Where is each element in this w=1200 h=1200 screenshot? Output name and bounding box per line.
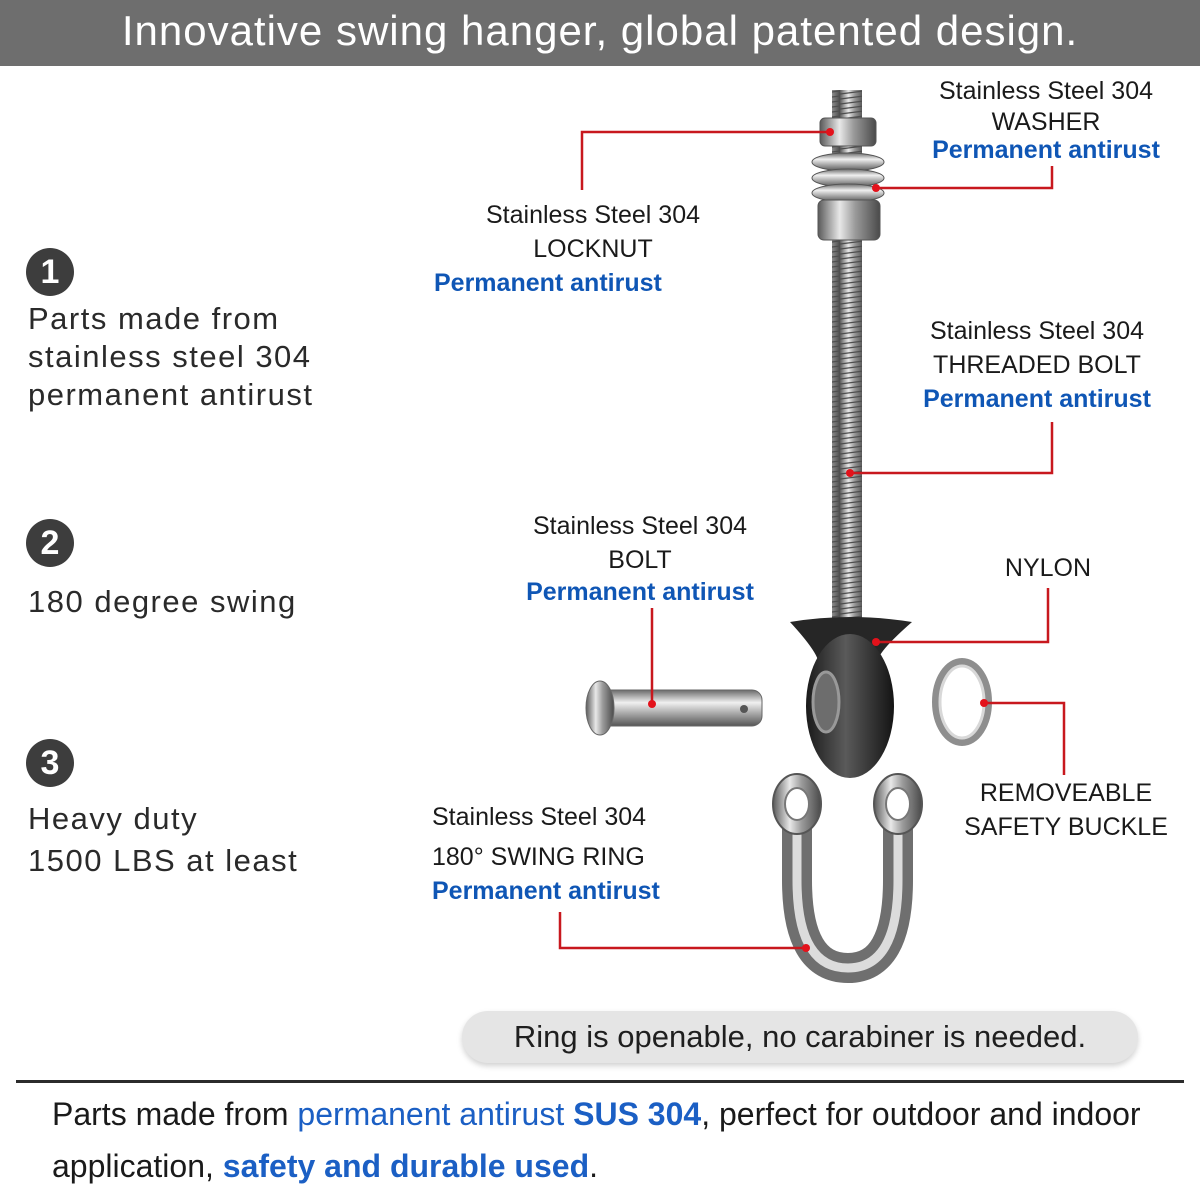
callout-locknut-line-2: LOCKNUT xyxy=(533,235,653,263)
footer-text-4: , perfect for outdoor and indoor applica… xyxy=(52,1096,1141,1184)
leader-line-safety-buckle xyxy=(984,701,1066,775)
feature-3-line-1: Heavy duty xyxy=(28,801,199,836)
callout-locknut: Stainless Steel 304 LOCKNUT Permanent an… xyxy=(430,198,756,300)
callout-bolt-line-2: BOLT xyxy=(608,546,672,574)
footer-text-6: . xyxy=(589,1148,598,1184)
ring-note-text: Ring is openable, no carabiner is needed… xyxy=(513,1019,1087,1054)
header-title: Innovative swing hanger, global patented… xyxy=(121,7,1079,54)
feature-3-line-2: 1500 LBS at least xyxy=(28,843,299,878)
footer-text-1: Parts made from xyxy=(52,1096,298,1132)
callout-bolt-line-1: Stainless Steel 304 xyxy=(532,512,748,540)
footer-divider xyxy=(16,1080,1184,1083)
leader-dots xyxy=(648,128,988,952)
footer-description: Parts made from permanent antirust SUS 3… xyxy=(52,1088,1172,1192)
callout-swing-ring-line-1: Stainless Steel 304 xyxy=(432,803,647,831)
feature-1-line-1: Parts made from xyxy=(28,301,280,336)
callout-swing-ring-line-2: 180° SWING RING xyxy=(432,843,645,871)
bolt-pin-shape xyxy=(585,680,763,736)
callout-threaded-bolt-line-1: Stainless Steel 304 xyxy=(929,317,1145,345)
callout-bolt: Stainless Steel 304 BOLT Permanent antir… xyxy=(505,509,775,607)
leader-line-nylon xyxy=(876,588,1050,644)
feature-2-text: 180 degree swing xyxy=(28,583,297,621)
feature-2-number-badge: 2 xyxy=(26,519,74,567)
leader-line-threaded-bolt xyxy=(850,422,1054,475)
header-banner: Innovative swing hanger, global patented… xyxy=(0,0,1200,66)
footer-text-5: safety and durable used xyxy=(222,1148,590,1184)
callout-swing-ring: Stainless Steel 304 180° SWING RING Perm… xyxy=(432,800,732,908)
nylon-body-shape xyxy=(790,617,912,778)
feature-1-line-2: stainless steel 304 xyxy=(28,339,312,374)
leader-lines xyxy=(558,130,1066,950)
callout-washer-line-1: Stainless Steel 304 xyxy=(938,77,1154,105)
callout-washer-line-2: WASHER xyxy=(991,108,1101,136)
callout-threaded-bolt: Stainless Steel 304 THREADED BOLT Perman… xyxy=(898,314,1176,416)
leader-line-washer xyxy=(876,166,1054,190)
callout-threaded-bolt-line-2: THREADED BOLT xyxy=(933,351,1141,379)
callout-safety-buckle: REMOVEABLE SAFETY BUCKLE xyxy=(950,776,1182,844)
feature-1-text: Parts made from stainless steel 304 perm… xyxy=(28,300,313,414)
washer-shapes xyxy=(811,152,885,203)
feature-2-line-1: 180 degree swing xyxy=(28,584,297,619)
callout-safety-buckle-line-1: REMOVEABLE xyxy=(979,779,1153,807)
callout-nylon: NYLON xyxy=(978,551,1118,585)
leader-line-swing-ring xyxy=(558,912,806,950)
footer-text-2: permanent antirust xyxy=(297,1096,574,1132)
callout-swing-ring-line-3: Permanent antirust xyxy=(432,877,660,905)
feature-3-number-badge: 3 xyxy=(26,739,74,787)
callout-threaded-bolt-line-3: Permanent antirust xyxy=(923,385,1151,413)
callout-washer-line-3: Permanent antirust xyxy=(932,136,1160,164)
feature-3-text: Heavy duty 1500 LBS at least xyxy=(28,798,298,882)
leader-line-locknut xyxy=(580,130,830,190)
callout-locknut-line-1: Stainless Steel 304 xyxy=(485,201,701,229)
callout-washer: Stainless Steel 304 WASHER Permanent ant… xyxy=(912,74,1180,164)
ring-note-banner: Ring is openable, no carabiner is needed… xyxy=(462,1011,1138,1063)
swing-ring-shape xyxy=(772,773,923,984)
callout-safety-buckle-line-2: SAFETY BUCKLE xyxy=(964,813,1168,841)
callout-bolt-line-3: Permanent antirust xyxy=(526,578,754,606)
footer-text-3: SUS 304 xyxy=(573,1096,702,1132)
lower-locknut-shape xyxy=(817,199,881,241)
callout-nylon-line-1: NYLON xyxy=(1004,554,1092,582)
feature-1-line-3: permanent antirust xyxy=(28,377,314,412)
callout-locknut-line-3: Permanent antirust xyxy=(434,269,662,297)
feature-1-number-badge: 1 xyxy=(26,248,74,296)
